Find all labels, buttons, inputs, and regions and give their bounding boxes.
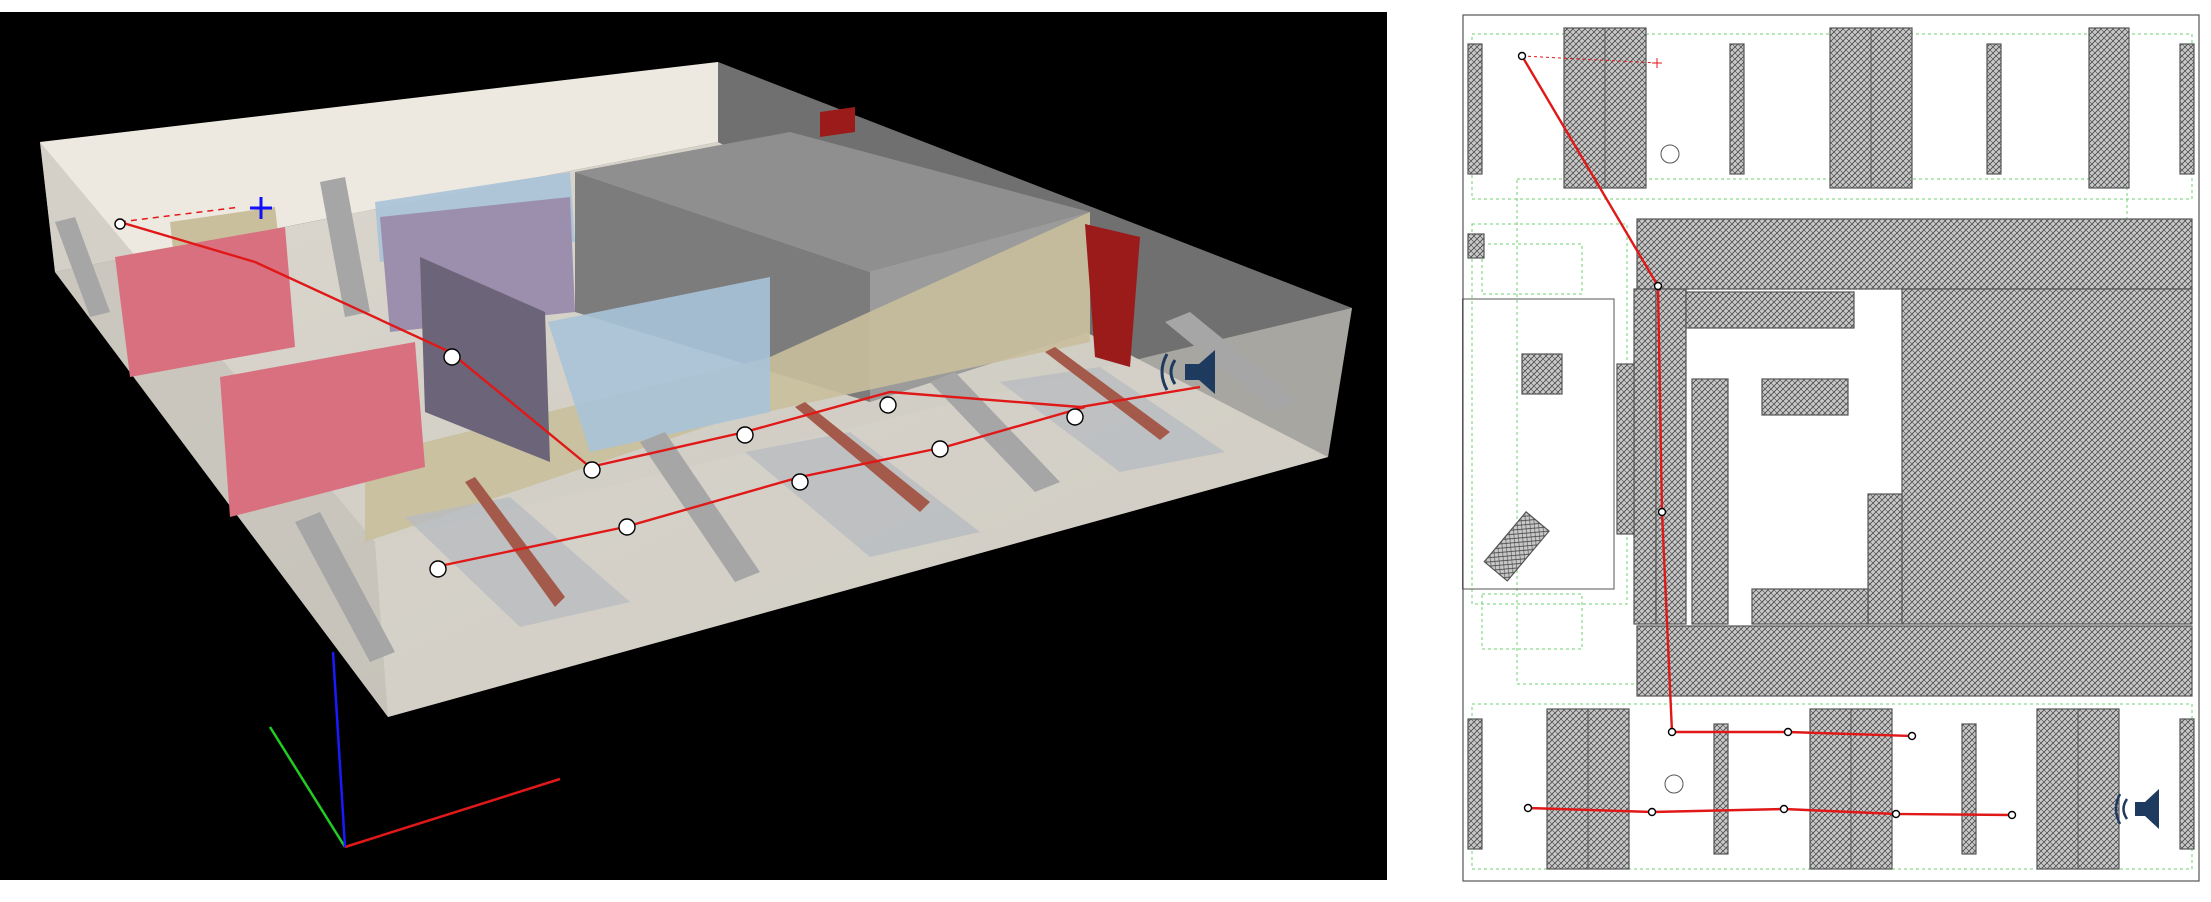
bottom-cabinet-left — [1467, 718, 1483, 850]
cabinet-5 — [320, 177, 370, 317]
mid-block-left — [1633, 288, 1657, 625]
mid-inner-column — [1691, 378, 1729, 625]
mid-band-bottom — [1636, 625, 2193, 697]
bottom-cabinet-right — [2179, 718, 2195, 850]
top-desk-3 — [2088, 27, 2130, 189]
ray-path — [119, 220, 1201, 469]
mid-left-column — [1616, 363, 1635, 535]
top-cabinet-left — [1467, 43, 1483, 175]
guide-2 — [1471, 223, 1628, 605]
bottom-fixture-icon — [1664, 774, 1684, 794]
mid-big-block — [1901, 288, 2193, 625]
plan-viewport[interactable] — [1462, 14, 2200, 882]
mid-band-top — [1636, 218, 2193, 290]
mid-inner-bottom — [1751, 588, 1869, 625]
axis-y-line — [268, 726, 347, 848]
desk-divider-2 — [795, 402, 930, 512]
mid-inner-right — [1867, 493, 1903, 625]
bottom-divider-1 — [1713, 723, 1729, 855]
mid-inner-small — [1761, 378, 1849, 416]
path-node-icon[interactable] — [114, 218, 1084, 578]
speaker-icon[interactable] — [1160, 350, 1215, 394]
ray-dashed — [119, 206, 241, 223]
plan-scene[interactable] — [1462, 14, 2200, 882]
cabinet-6 — [55, 217, 110, 317]
desk-divider-1 — [465, 477, 565, 607]
desk-divider-3 — [1045, 347, 1170, 440]
plan-path-node-icon[interactable] — [1517, 51, 2017, 820]
guide-6 — [1481, 593, 1583, 650]
left-square — [1521, 353, 1563, 395]
left-room — [1462, 298, 1615, 590]
top-divider-2 — [1986, 43, 2002, 175]
receiver-cross-icon[interactable] — [250, 197, 272, 219]
axis-x-line — [344, 777, 561, 849]
axis-gizmo — [268, 651, 561, 849]
desk-1 — [405, 497, 630, 627]
accent-wall-top — [820, 107, 855, 137]
absorber-panel-1 — [115, 227, 295, 377]
central-block-top — [575, 132, 1090, 272]
axis-z-line — [331, 651, 347, 848]
plan-border — [1462, 14, 2200, 882]
left-rotated-box — [1483, 510, 1550, 582]
glass-partition-2 — [548, 277, 770, 452]
cabinet-1 — [640, 432, 760, 582]
guide-5 — [1481, 243, 1583, 295]
cabinet-3 — [1165, 312, 1300, 412]
plan-ray-path — [1520, 55, 1913, 738]
perspective-viewport[interactable] — [0, 12, 1387, 880]
desk-3 — [1000, 367, 1225, 472]
meeting-room-side — [420, 257, 550, 462]
plan-ray-dashed — [1521, 55, 1658, 64]
mid-strip-top — [1685, 291, 1855, 329]
perspective-scene[interactable] — [0, 12, 1387, 880]
left-small-box — [1467, 233, 1485, 259]
top-fixture-icon — [1660, 144, 1680, 164]
cabinet-4 — [295, 512, 395, 662]
desk-2 — [745, 432, 980, 557]
bottom-divider-2 — [1961, 723, 1977, 855]
top-divider-1 — [1729, 43, 1745, 175]
accent-wall — [1085, 224, 1140, 367]
plan-receiver-cross-icon[interactable] — [1652, 58, 1662, 68]
top-cabinet-right — [2179, 43, 2195, 175]
absorber-panel-2 — [220, 342, 425, 517]
plan-speaker-icon[interactable] — [2114, 789, 2159, 829]
